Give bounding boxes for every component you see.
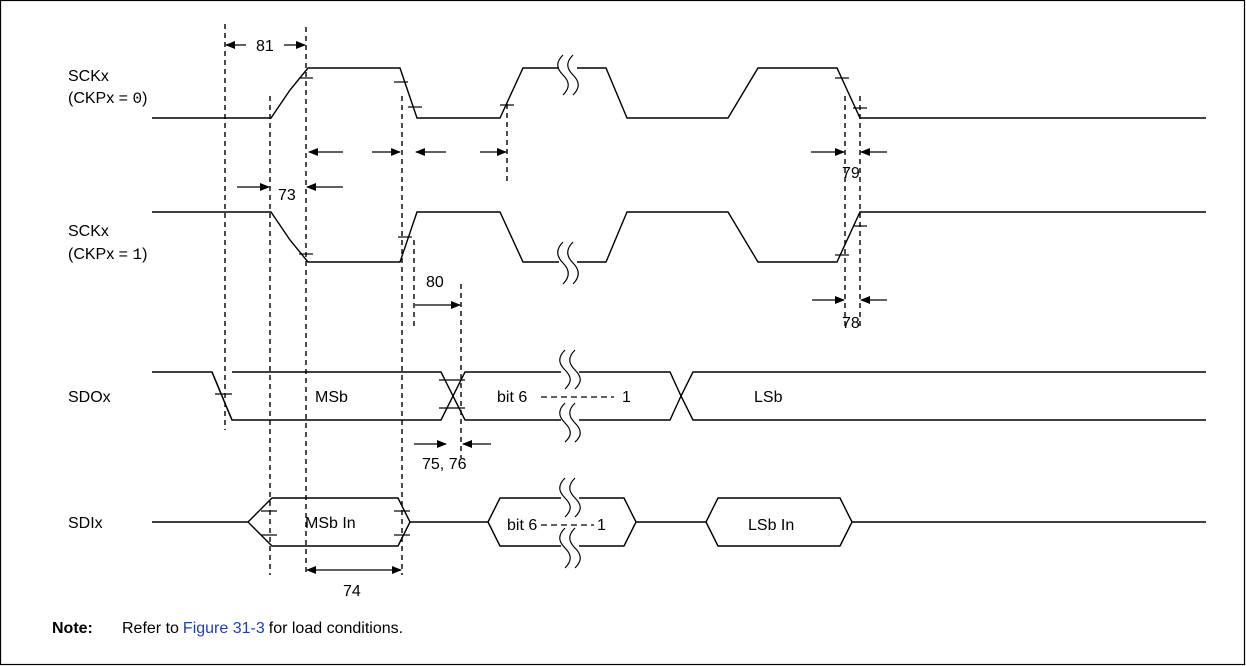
param-78-label: 78	[842, 315, 860, 332]
sdo-lsb-label: LSb	[754, 389, 783, 406]
sdo-msb-label: MSb	[315, 389, 348, 406]
note-prefix: Refer to	[122, 620, 179, 637]
param-75-76-label: 75, 76	[422, 456, 467, 473]
sdo-bit6-label: bit 6	[497, 389, 527, 406]
param-81-label: 81	[256, 38, 274, 55]
sdi-msb-label: MSb In	[305, 515, 356, 532]
note-suffix: for load conditions.	[269, 620, 403, 637]
sck-ckp1-waveform	[152, 211, 1206, 285]
param-74-label: 74	[343, 583, 361, 600]
figure-31-3-link[interactable]: Figure 31-3	[183, 620, 265, 637]
param-73-label: 73	[278, 187, 296, 204]
param-80-label: 80	[426, 274, 444, 291]
sck1-polarity: (CKPx = 1)	[68, 246, 147, 264]
sdi-name: SDIx	[68, 515, 103, 532]
sdi-bit6-label: bit 6	[507, 517, 537, 534]
sdi-waveform	[152, 477, 1206, 569]
timing-guides	[224, 24, 861, 575]
sdo-name: SDOx	[68, 389, 111, 406]
sdi-lsb-label: LSb In	[748, 517, 794, 534]
sck0-polarity: (CKPx = 0)	[68, 90, 147, 108]
sck-ckp0-waveform	[152, 54, 1206, 119]
param-79-label: 79	[842, 165, 860, 182]
sdo-bit1-label: 1	[622, 389, 631, 406]
sck1-name: SCKx	[68, 223, 109, 240]
sck0-name: SCKx	[68, 68, 109, 85]
sdi-bit1-label: 1	[597, 517, 606, 534]
timing-arrows	[225, 41, 887, 574]
note-label: Note:	[52, 620, 93, 637]
sdo-waveform	[152, 349, 1206, 443]
